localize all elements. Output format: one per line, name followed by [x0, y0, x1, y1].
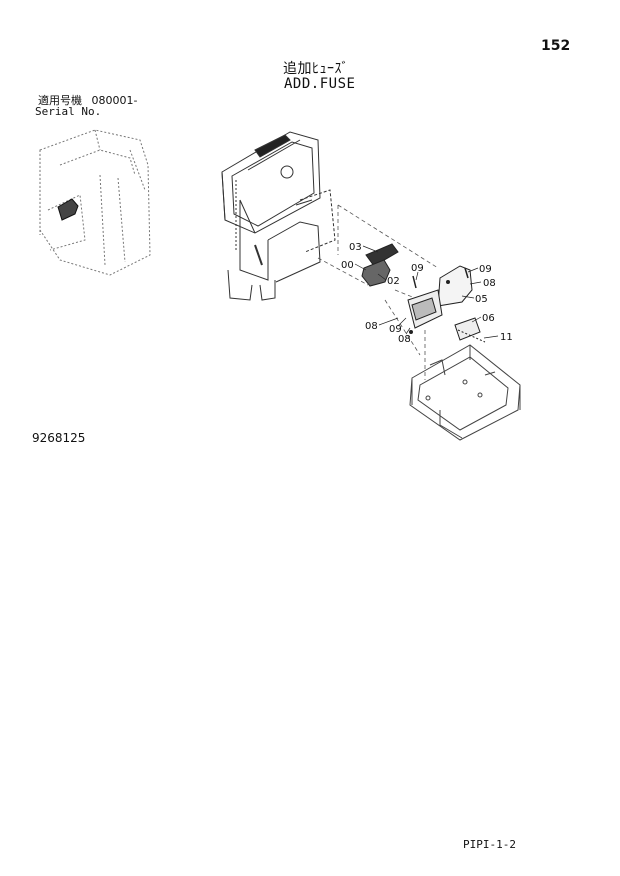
floor-frame	[409, 344, 521, 441]
callout-leaders	[354, 245, 499, 339]
callout-09-b: 09	[479, 264, 492, 275]
serial-applicability: 適用号機 080001-	[38, 95, 137, 106]
serial-label-jp: 適用号機	[38, 94, 82, 107]
callout-02: 02	[387, 276, 400, 287]
page-number: 152	[541, 38, 571, 54]
callout-08-b: 08	[365, 321, 378, 332]
callout-03: 03	[349, 242, 362, 253]
console-assembly	[221, 131, 336, 301]
page-code: PIPI-1-2	[463, 838, 516, 851]
callout-05: 05	[475, 294, 488, 305]
cab-overview-illustration	[39, 129, 151, 276]
fuse-highlight-overview	[57, 198, 79, 221]
title-english: ADD.FUSE	[284, 76, 356, 92]
callout-00: 00	[341, 260, 354, 271]
figure-number: 9268125	[32, 431, 86, 445]
fuse-bracket-parts	[361, 243, 486, 343]
callout-11: 11	[500, 332, 513, 343]
callout-08-a: 08	[483, 278, 496, 289]
serial-value: 080001-	[91, 94, 138, 107]
callout-06: 06	[482, 313, 495, 324]
serial-label-en: Serial No.	[35, 105, 102, 118]
guide-lines	[317, 204, 439, 380]
title-japanese: 追加ﾋｭｰｽﾞ	[283, 61, 349, 77]
callout-09-a: 09	[411, 263, 424, 274]
callout-08-c: 08	[398, 334, 411, 345]
callout-09-c: 09	[389, 324, 402, 335]
